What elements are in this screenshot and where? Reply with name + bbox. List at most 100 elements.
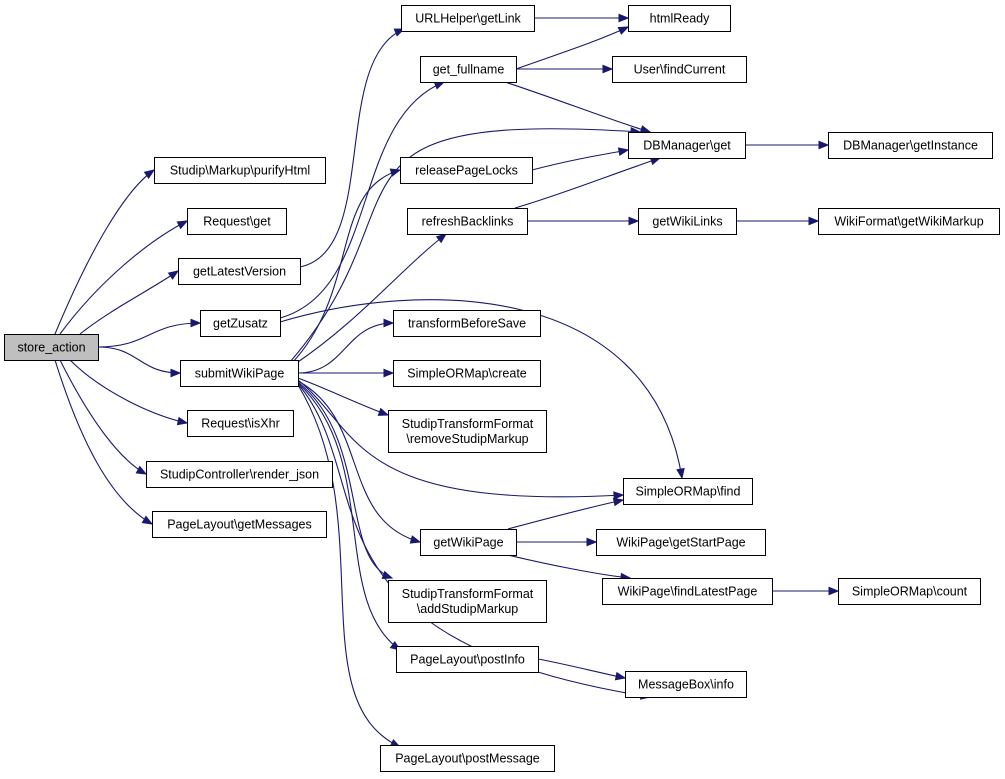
node-getzusatz[interactable]: getZusatz bbox=[200, 310, 281, 337]
node-box bbox=[393, 360, 541, 387]
node-getlatestversion[interactable]: getLatestVersion bbox=[178, 258, 301, 285]
node-label: refreshBacklinks bbox=[422, 215, 514, 229]
node-releasepagelocks[interactable]: releasePageLocks bbox=[400, 157, 533, 184]
node-isxhr[interactable]: Request\isXhr bbox=[187, 410, 294, 437]
edge-line bbox=[507, 499, 624, 530]
node-getmessages[interactable]: PageLayout\getMessages bbox=[152, 511, 327, 538]
node-label: StudipTransformFormat bbox=[402, 417, 534, 431]
edge-getLink-to-htmlReady bbox=[534, 13, 630, 23]
node-postmessage[interactable]: PageLayout\postMessage bbox=[380, 745, 555, 772]
node-label: SimpleORMap\count bbox=[852, 585, 968, 599]
edge-get_fullname-to-findCurrent bbox=[516, 64, 614, 74]
node-label: getWikiPage bbox=[433, 536, 503, 550]
node-box bbox=[602, 578, 773, 605]
edge-line bbox=[299, 28, 405, 268]
edge-submitWikiPage-to-addStudipMarkup bbox=[297, 381, 394, 579]
edge-line bbox=[54, 359, 153, 525]
nodes-layer: store_action Studip\Markup\purifyHtmlRequ… bbox=[4, 5, 1000, 772]
edge-line bbox=[294, 233, 447, 365]
node-label: submitWikiPage bbox=[195, 367, 285, 381]
edge-getLatestVersion-to-getLink bbox=[299, 28, 406, 268]
node-sorm-create[interactable]: SimpleORMap\create bbox=[393, 360, 541, 387]
node-refreshbacklinks[interactable]: refreshBacklinks bbox=[407, 208, 528, 235]
arrowhead-icon bbox=[617, 147, 630, 156]
node-box bbox=[187, 410, 294, 437]
node-getstartpage[interactable]: WikiPage\getStartPage bbox=[596, 529, 766, 556]
edge-line bbox=[531, 149, 629, 171]
edges-layer bbox=[54, 13, 840, 748]
node-getwikimarkup[interactable]: WikiFormat\getWikiMarkup bbox=[818, 208, 1000, 235]
node-box bbox=[154, 157, 326, 184]
edge-store_action-to-purifyHtml bbox=[54, 169, 156, 335]
node-htmlready[interactable]: htmlReady bbox=[628, 5, 731, 32]
node-box bbox=[388, 580, 547, 623]
node-store-action[interactable]: store_action bbox=[4, 334, 99, 361]
node-box bbox=[152, 511, 327, 538]
edge-submitWikiPage-to-sorm_find bbox=[297, 379, 625, 500]
node-messagebox-info[interactable]: MessageBox\info bbox=[625, 671, 747, 698]
node-getinstance[interactable]: DBManager\getInstance bbox=[828, 132, 993, 159]
node-box bbox=[187, 208, 287, 235]
arrowhead-icon bbox=[409, 535, 422, 544]
arrowhead-icon bbox=[190, 318, 202, 328]
node-db-get[interactable]: DBManager\get bbox=[628, 132, 746, 159]
node-getlink[interactable]: URLHelper\getLink bbox=[401, 5, 535, 32]
edge-getZusatz-to-get_fullname bbox=[279, 81, 446, 319]
node-label: getLatestVersion bbox=[193, 265, 286, 279]
arrowhead-icon bbox=[618, 13, 630, 23]
edge-line bbox=[289, 128, 641, 363]
node-box bbox=[200, 310, 281, 337]
node-box bbox=[638, 208, 737, 235]
arrowhead-icon bbox=[176, 220, 189, 230]
node-sorm-count[interactable]: SimpleORMap\count bbox=[838, 578, 981, 605]
node-label: \removeStudipMarkup bbox=[406, 432, 528, 446]
node-render-json[interactable]: StudipController\render_json bbox=[146, 461, 333, 488]
node-addstudipmarkup[interactable]: StudipTransformFormat\addStudipMarkup bbox=[388, 580, 547, 623]
arrowhead-icon bbox=[141, 515, 154, 525]
edge-line bbox=[59, 220, 188, 335]
node-removestudipmarkup[interactable]: StudipTransformFormat\removeStudipMarkup bbox=[388, 410, 547, 453]
node-sorm-find[interactable]: SimpleORMap\find bbox=[623, 478, 753, 505]
arrowhead-icon bbox=[167, 270, 180, 280]
arrowhead-icon bbox=[612, 497, 625, 507]
node-get-fullname[interactable]: get_fullname bbox=[420, 56, 517, 83]
node-submitwikipage[interactable]: submitWikiPage bbox=[180, 360, 299, 387]
node-box bbox=[623, 478, 753, 505]
edge-store_action-to-getZusatz bbox=[97, 318, 202, 348]
node-label: PageLayout\postInfo bbox=[410, 653, 525, 667]
node-getwikilinks[interactable]: getWikiLinks bbox=[638, 208, 737, 235]
node-findcurrent[interactable]: User\findCurrent bbox=[612, 56, 747, 83]
node-box bbox=[4, 334, 99, 361]
node-box bbox=[420, 529, 517, 556]
node-box bbox=[628, 132, 746, 159]
edge-store_action-to-render_json bbox=[59, 359, 148, 475]
node-label: Request\isXhr bbox=[201, 417, 280, 431]
node-label: Studip\Markup\purifyHtml bbox=[170, 164, 310, 178]
edge-line bbox=[515, 26, 629, 70]
node-label: PageLayout\postMessage bbox=[395, 752, 540, 766]
node-label: releasePageLocks bbox=[415, 164, 518, 178]
node-label: \addStudipMarkup bbox=[417, 602, 519, 616]
node-box bbox=[612, 56, 747, 83]
node-box bbox=[178, 258, 301, 285]
node-request-get[interactable]: Request\get bbox=[187, 208, 287, 235]
node-label: User\findCurrent bbox=[634, 63, 726, 77]
node-box bbox=[393, 310, 541, 337]
node-postinfo[interactable]: PageLayout\postInfo bbox=[396, 646, 539, 673]
node-findlatestpage[interactable]: WikiPage\findLatestPage bbox=[602, 578, 773, 605]
node-transformbeforesave[interactable]: transformBeforeSave bbox=[393, 310, 541, 337]
node-getwikipage[interactable]: getWikiPage bbox=[420, 529, 517, 556]
edge-submitWikiPage-to-postMessage bbox=[297, 384, 402, 748]
edge-line bbox=[297, 380, 421, 543]
node-label: WikiPage\findLatestPage bbox=[618, 585, 758, 599]
arrowhead-icon bbox=[389, 168, 402, 177]
node-box bbox=[838, 578, 981, 605]
node-box bbox=[401, 5, 535, 32]
edge-get_fullname-to-htmlReady bbox=[515, 26, 630, 70]
edge-submitWikiPage-to-getWikiPage bbox=[297, 380, 422, 544]
edge-line bbox=[97, 346, 181, 374]
edge-line bbox=[514, 157, 661, 209]
edge-refreshBacklinks-to-getWikiLinks bbox=[527, 216, 640, 226]
node-label: StudipController\render_json bbox=[160, 468, 319, 482]
node-purifyhtml[interactable]: Studip\Markup\purifyHtml bbox=[154, 157, 326, 184]
